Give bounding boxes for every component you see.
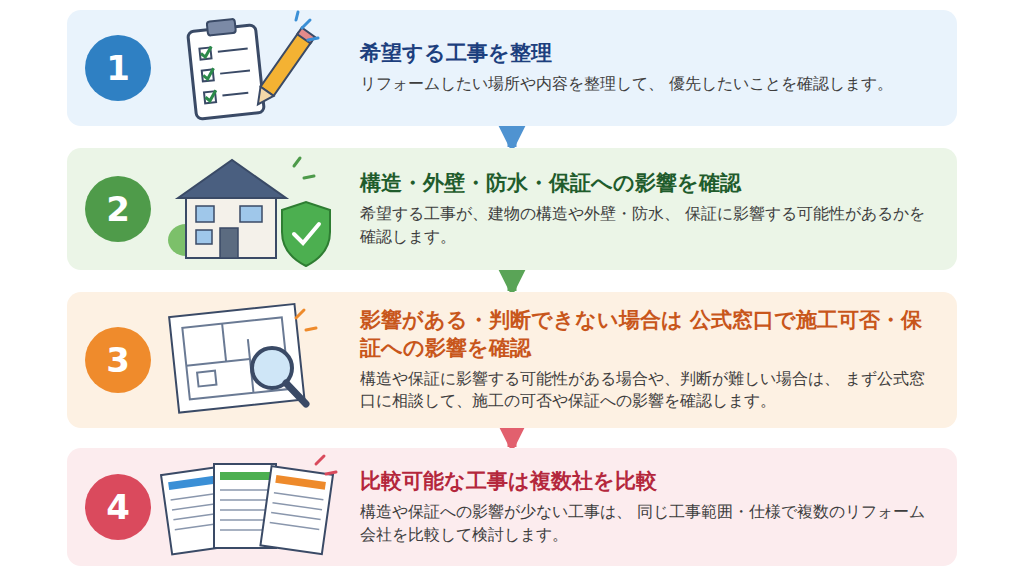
step-heading: 比較可能な工事は複数社を比較: [360, 468, 933, 495]
step-band: 影響がある・判断できない場合は 公式窓口で施工可否・保証への影響を確認構造や保証…: [67, 292, 957, 428]
step-number-circle: 4: [85, 474, 151, 540]
step-band: 希望する工事を整理リフォームしたい場所や内容を整理して、 優先したいことを確認し…: [67, 10, 957, 126]
flow-arrow: [508, 270, 517, 291]
step-description: リフォームしたい場所や内容を整理して、 優先したいことを確認します。: [360, 73, 933, 95]
step-band: 構造・外壁・防水・保証への影響を確認希望する工事が、建物の構造や外壁・防水、 保…: [67, 148, 957, 270]
documents-icon: [161, 456, 336, 554]
step-heading: 影響がある・判断できない場合は 公式窓口で施工可否・保証への影響を確認: [360, 307, 933, 362]
step-number: 3: [106, 343, 130, 377]
step-heading: 構造・外壁・防水・保証への影響を確認: [360, 170, 933, 197]
step-number-circle: 1: [85, 35, 151, 101]
step-number-circle: 2: [85, 176, 151, 242]
step-description: 希望する工事が、建物の構造や外壁・防水、 保証に影響する可能性があるかを確認しま…: [360, 203, 933, 248]
step-content: 比較可能な工事は複数社を比較構造や保証への影響が少ない工事は、 同じ工事範囲・仕…: [360, 448, 933, 566]
step-number: 2: [106, 192, 130, 226]
step-content: 影響がある・判断できない場合は 公式窓口で施工可否・保証への影響を確認構造や保証…: [360, 292, 933, 428]
step-description: 構造や保証への影響が少ない工事は、 同じ工事範囲・仕様で複数のリフォーム会社を比…: [360, 501, 933, 546]
house-shield-icon: [168, 158, 330, 266]
flow-arrow: [508, 428, 517, 447]
step-heading: 希望する工事を整理: [360, 40, 933, 67]
step-content: 構造・外壁・防水・保証への影響を確認希望する工事が、建物の構造や外壁・防水、 保…: [360, 148, 933, 270]
clipboard-icon: [188, 12, 318, 119]
step-description: 構造や保証に影響する可能性がある場合や、判断が難しい場合は、 まず公式窓口に相談…: [360, 368, 933, 413]
step-content: 希望する工事を整理リフォームしたい場所や内容を整理して、 優先したいことを確認し…: [360, 10, 933, 126]
step-number-circle: 3: [85, 327, 151, 393]
step-band: 比較可能な工事は複数社を比較構造や保証への影響が少ない工事は、 同じ工事範囲・仕…: [67, 448, 957, 566]
blueprint-magnifier-icon: [169, 304, 316, 413]
flow-arrow: [508, 126, 517, 147]
step-number: 4: [106, 490, 130, 524]
step-number: 1: [106, 51, 130, 85]
